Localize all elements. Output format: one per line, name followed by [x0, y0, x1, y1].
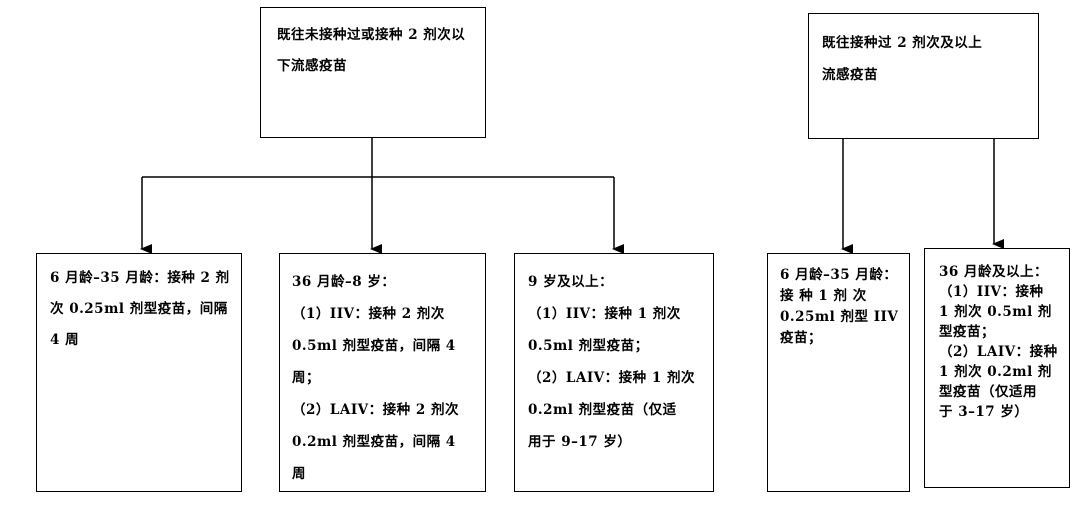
box-6-35-months-left: [36, 253, 242, 492]
root-text-vaccinated: 既往接种过 2 剂次及以上 流感疫苗: [822, 35, 983, 83]
box-6-35-months-right: [767, 253, 910, 492]
box-36-months-plus: [924, 248, 1070, 488]
text-9-years-plus: 9 岁及以上： （1）IIV：接种 1 剂次 0.5ml 剂型疫苗； （2）LA…: [528, 274, 695, 450]
root-box-vaccinated: [808, 13, 1039, 139]
text-6-35-months-right: 6 月龄–35 月龄： 接 种 1 剂 次 0.25ml 剂型 IIV 疫苗；: [780, 267, 899, 346]
text-6-35-months-left: 6 月龄–35 月龄：接种 2 剂 次 0.25ml 剂型疫苗，间隔 4 周: [50, 270, 230, 348]
box-9-years-plus: [514, 253, 714, 492]
root-text-not-vaccinated: 既往未接种过或接种 2 剂次以 下流感疫苗: [277, 27, 466, 74]
root-box-not-vaccinated: [260, 7, 486, 138]
box-36-months-8-years: [279, 253, 486, 492]
text-36-months-8-years: 36 月龄–8 岁： （1）IIV：接种 2 剂次 0.5ml 剂型疫苗，间隔 …: [292, 274, 459, 482]
text-36-months-plus: 36 月龄及以上： （1）IIV：接种 1 剂次 0.5ml 剂 型疫苗； （2…: [939, 264, 1058, 420]
